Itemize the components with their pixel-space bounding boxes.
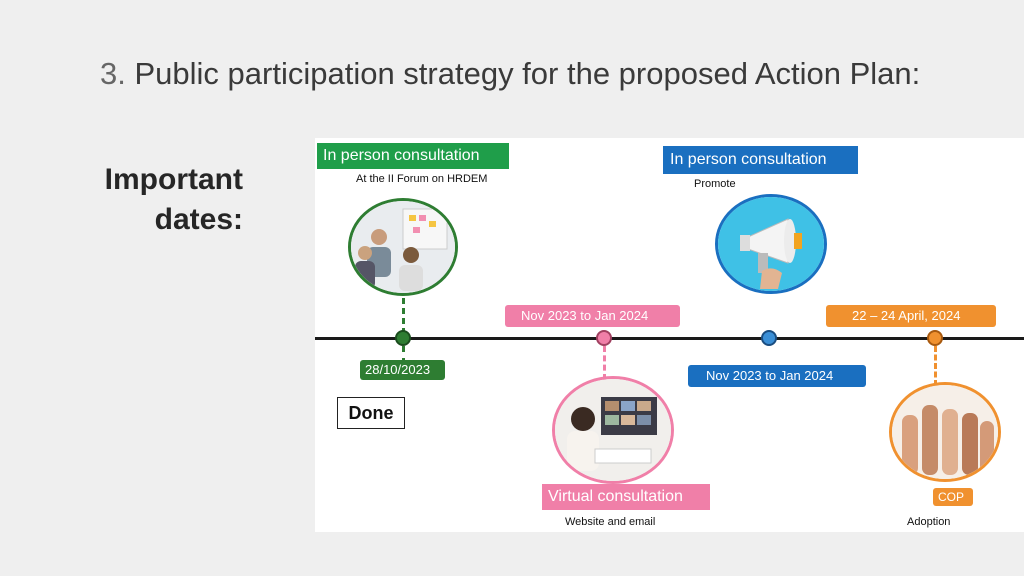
event-4-connector [934,346,937,386]
megaphone-image [715,194,827,294]
important-dates-label: Important dates: [105,160,243,240]
event-1-subtitle: At the II Forum on HRDEM [356,173,488,185]
event-4-subtitle: Adoption [907,516,951,528]
event-4-tag: COP [933,488,973,506]
event-1-connector [402,298,405,334]
status-done-badge: Done [337,397,405,429]
important-line-1: Important [104,163,243,196]
event-3-subtitle: Promote [694,178,736,190]
event-3-marker [761,330,777,346]
title-text: Public participation strategy for the pr… [134,56,921,91]
event-1-tag: In person consultation [317,143,509,169]
slide-title: 3. Public participation strategy for the… [100,56,920,92]
event-2-marker [596,330,612,346]
event-2-subtitle: Website and email [565,516,656,528]
event-4-date: 22 – 24 April, 2024 [826,305,996,327]
event-2-date: Nov 2023 to Jan 2024 [505,305,680,327]
event-3-date: Nov 2023 to Jan 2024 [688,365,866,387]
video-call-image [552,376,674,484]
title-number: 3. [100,56,126,91]
timeline-axis [315,337,1024,340]
event-1-marker [395,330,411,346]
event-1-connector-lower [402,346,405,364]
people-workshop-image [348,198,458,296]
event-2-connector [603,346,606,380]
event-2-tag: Virtual consultation [542,484,710,510]
raised-hands-image [889,382,1001,482]
timeline-panel: In person consultation At the II Forum o… [315,138,1024,532]
important-line-2: dates: [154,203,243,236]
event-3-tag: In person consultation [663,146,858,174]
event-4-marker [927,330,943,346]
event-1-date: 28/10/2023 [360,360,445,380]
